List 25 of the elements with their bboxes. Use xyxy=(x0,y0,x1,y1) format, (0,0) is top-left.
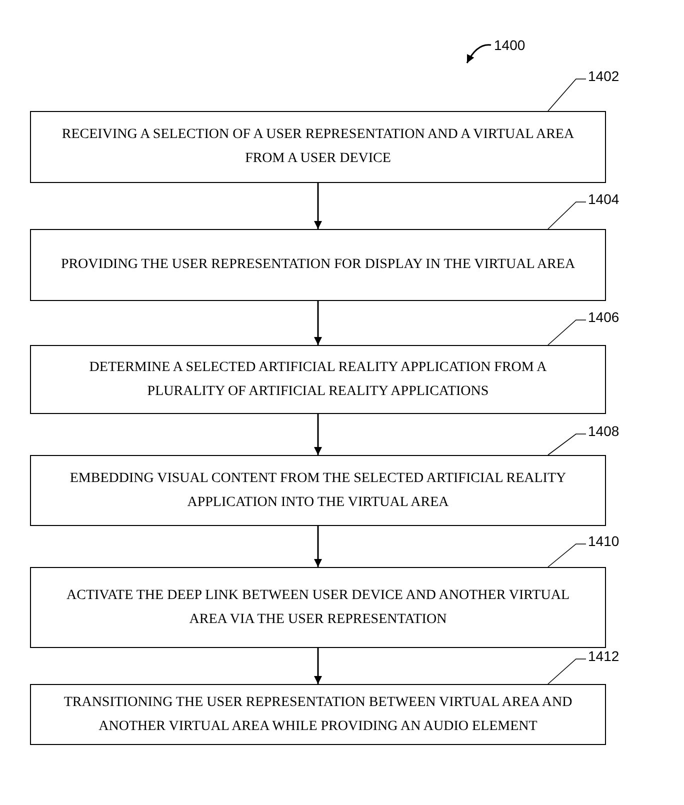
arrow xyxy=(314,301,322,345)
process-box: EMBEDDING VISUAL CONTENT FROM THE SELECTED ARTIFICIAL REALITY APPLICATION INTO THE VIRTUAL AREA xyxy=(30,455,606,526)
leader-line xyxy=(548,320,586,346)
leader-line xyxy=(548,78,586,112)
arrow xyxy=(314,526,322,567)
reference-number: 1408 xyxy=(588,422,620,440)
arrow xyxy=(314,648,322,684)
process-box: ACTIVATE THE DEEP LINK BETWEEN USER DEVICE AND ANOTHER VIRTUAL AREA VIA THE USER REPRESENTATION xyxy=(30,567,606,648)
arrow xyxy=(314,414,322,455)
reference-number: 1412 xyxy=(588,647,620,665)
reference-number: 1406 xyxy=(588,308,620,326)
leader-line xyxy=(548,434,586,456)
reference-number: 1402 xyxy=(588,67,620,85)
arrow xyxy=(466,44,492,64)
leader-line xyxy=(548,658,586,684)
process-box: RECEIVING A SELECTION OF A USER REPRESENTATION AND A VIRTUAL AREA FROM A USER DEVICE xyxy=(30,111,606,183)
arrow xyxy=(314,183,322,229)
reference-number: 1404 xyxy=(588,190,620,208)
reference-number: 1410 xyxy=(588,532,620,550)
reference-number: 1400 xyxy=(494,36,526,54)
leader-line xyxy=(548,544,586,568)
leader-line xyxy=(548,202,586,230)
process-box: TRANSITIONING THE USER REPRESENTATION BETWEEN VIRTUAL AREA AND ANOTHER VIRTUAL AREA WHILE PROVIDING AN AUDIO ELEMENT xyxy=(30,684,606,745)
process-box: PROVIDING THE USER REPRESENTATION FOR DISPLAY IN THE VIRTUAL AREA xyxy=(30,229,606,301)
process-box: DETERMINE A SELECTED ARTIFICIAL REALITY APPLICATION FROM A PLURALITY OF ARTIFICIAL REALITY APPLICATIONS xyxy=(30,345,606,414)
